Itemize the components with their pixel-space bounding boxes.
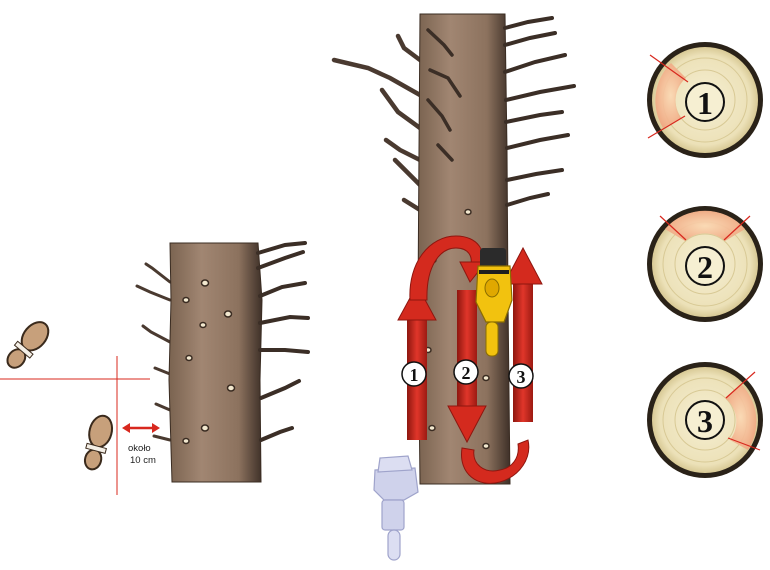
distance-label-line2: 10 cm: [130, 455, 156, 466]
stump-3: 3: [647, 362, 763, 478]
left-log-branch-stubs: [182, 279, 236, 445]
center-scene: 1 2 3: [331, 13, 576, 561]
chainsaw-ghost-icon: [373, 455, 419, 561]
center-log-branches-left: [331, 33, 423, 213]
stump-1-cut-line-bottom: [647, 115, 686, 139]
cut-step-label-3: 3: [508, 363, 534, 389]
cut-step-label-2: 2: [453, 359, 479, 385]
stump-2-cut-line-left: [659, 215, 687, 241]
left-log-trunk: [169, 243, 262, 482]
stump-3-cut-line-bottom: [727, 437, 761, 451]
svg-text:2: 2: [462, 363, 471, 383]
svg-text:3: 3: [517, 367, 526, 387]
distance-label-line1: około: [128, 443, 151, 454]
stump-3-cut-area: [725, 384, 757, 450]
left-scene: około 10 cm: [0, 241, 310, 495]
shoe-print-icon: [83, 414, 114, 471]
stump-2-cut-area: [665, 210, 745, 241]
svg-text:1: 1: [410, 365, 419, 385]
stump-1-cut-area: [655, 63, 686, 128]
stump-1-label: 1: [697, 85, 713, 121]
center-log-branches-right: [503, 16, 576, 207]
stump-2-label: 2: [697, 249, 713, 285]
cut-curl-2: [461, 439, 530, 484]
stump-2: 2: [647, 206, 763, 322]
shoe-print-icon: [6, 321, 50, 369]
cut-step-label-1: 1: [401, 361, 427, 387]
center-log-branches-on-trunk: [426, 28, 462, 162]
stump-1: 1: [647, 42, 763, 158]
left-log-branches-left: [135, 262, 172, 442]
chainsaw-icon: [475, 248, 513, 357]
stump-panel: 1 2 3: [647, 42, 763, 478]
stump-2-cut-line-right: [723, 215, 751, 241]
left-log-branches-right: [256, 241, 310, 442]
double-arrow-icon: [122, 423, 160, 433]
stump-3-label: 3: [697, 403, 713, 439]
stump-1-cut-line-top: [649, 54, 689, 83]
stump-3-cut-line-top: [725, 371, 756, 399]
